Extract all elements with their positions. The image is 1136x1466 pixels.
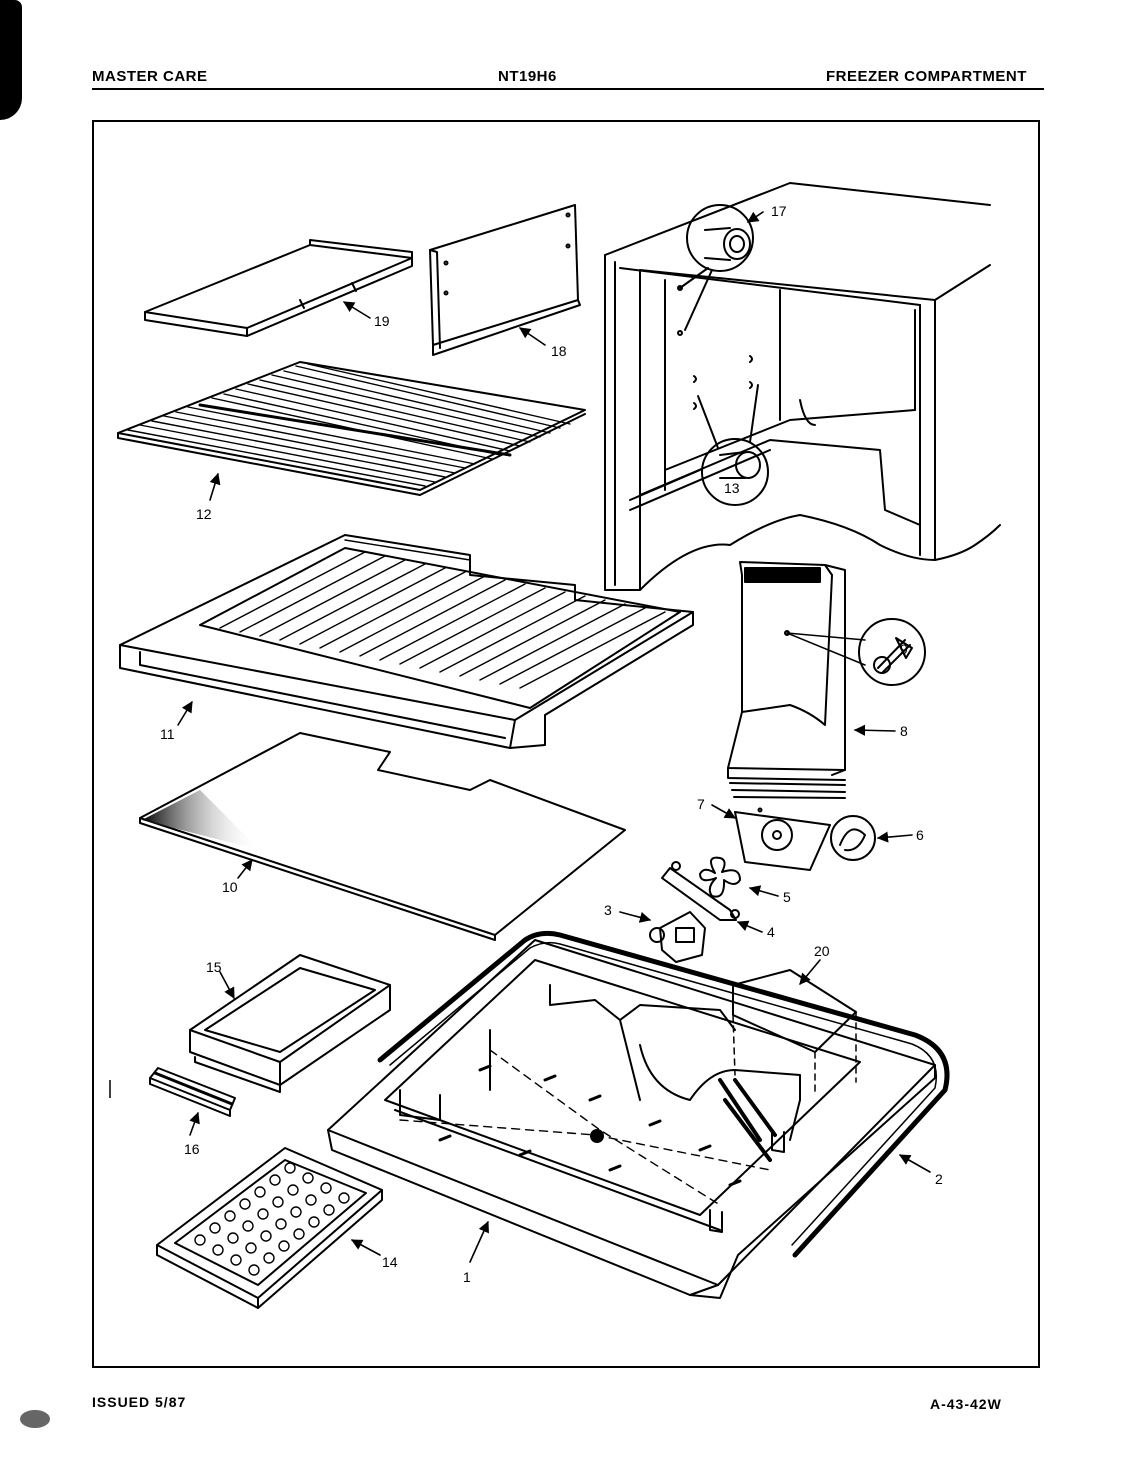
part-11-tray-shelf — [119, 534, 694, 749]
part-18-divider — [429, 204, 581, 356]
part-7-fan-bracket — [734, 807, 831, 871]
label-part-9: 9 — [900, 641, 908, 657]
part-2-gasket-trim — [377, 930, 950, 1258]
part-15-pan — [189, 954, 391, 1093]
part-20-evaporator-cover — [732, 969, 857, 1096]
label-part-5: 5 — [783, 889, 791, 905]
part-10-shading — [142, 790, 260, 850]
part-3-fan-motor — [649, 911, 706, 963]
freezer-cabinet — [604, 182, 1001, 591]
part-12-wire-shelf — [117, 361, 586, 496]
label-part-13: 13 — [724, 480, 740, 496]
label-part-18: 18 — [551, 343, 567, 359]
label-part-14: 14 — [382, 1254, 398, 1270]
footer-code: A-43-42W — [930, 1396, 1002, 1412]
label-part-8: 8 — [900, 723, 908, 739]
header-center: NT19H6 — [498, 68, 557, 85]
part-13-callout — [697, 384, 769, 506]
part-4-motor-bracket — [661, 861, 740, 921]
scan-smudge-bottom — [20, 1410, 50, 1428]
header-left: MASTER CARE — [92, 68, 208, 85]
label-part-1: 1 — [463, 1269, 471, 1285]
scan-smudge-top — [0, 0, 22, 120]
label-part-10: 10 — [222, 879, 238, 895]
footer-issued: ISSUED 5/87 — [92, 1394, 187, 1410]
part-6-grommet — [830, 815, 876, 861]
part-9-callout — [858, 618, 926, 686]
label-part-20: 20 — [814, 943, 830, 959]
part-19-shelf — [144, 239, 413, 337]
label-part-4: 4 — [767, 924, 775, 940]
header-right: FREEZER COMPARTMENT — [826, 68, 1027, 85]
part-17-callout — [679, 204, 754, 331]
part-14-ice-tray — [156, 1147, 383, 1309]
label-part-19: 19 — [374, 313, 390, 329]
part-5-fan-blade — [699, 856, 741, 898]
part-1-freezer-floor — [327, 939, 936, 1299]
diagram-frame — [92, 120, 1040, 1368]
label-part-2: 2 — [935, 1171, 943, 1187]
part-10-plate — [139, 732, 626, 941]
leader-arrows — [177, 211, 931, 1263]
label-part-16: 16 — [184, 1141, 200, 1157]
label-part-7: 7 — [697, 796, 705, 812]
header-rule — [92, 88, 1044, 90]
part-14-ice-cubes — [194, 1162, 350, 1276]
label-part-11: 11 — [160, 726, 175, 742]
part-16-slide-rail — [149, 1067, 236, 1117]
label-part-12: 12 — [196, 506, 212, 522]
label-part-6: 6 — [916, 827, 924, 843]
label-part-3: 3 — [604, 902, 612, 918]
label-part-17: 17 — [771, 203, 787, 219]
part-8-air-duct — [727, 561, 866, 799]
label-part-15: 15 — [206, 959, 222, 975]
